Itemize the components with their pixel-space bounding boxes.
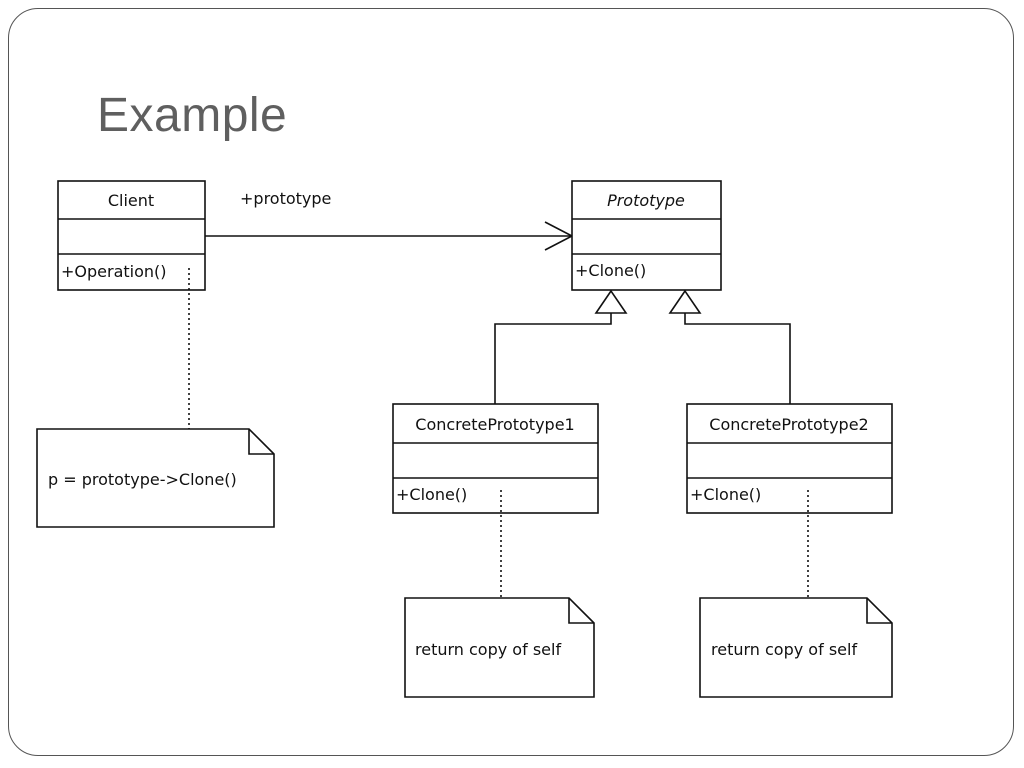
client-operation: +Operation() bbox=[61, 262, 167, 281]
prototype-class-name: Prototype bbox=[607, 191, 685, 210]
association-arrow: +prototype bbox=[205, 189, 574, 251]
concrete1-note: return copy of self bbox=[404, 597, 595, 698]
client-note-fold bbox=[248, 429, 274, 455]
generalization-triangle-1 bbox=[594, 289, 628, 314]
concrete1-note-text: return copy of self bbox=[415, 640, 561, 659]
association-role-label: +prototype bbox=[240, 189, 331, 208]
slide-title: Example bbox=[97, 89, 288, 142]
concrete-prototype2-box bbox=[686, 403, 893, 514]
client-class-name: Client bbox=[108, 191, 154, 210]
concrete-prototype2-name: ConcretePrototype2 bbox=[709, 415, 868, 434]
prototype-class-box bbox=[571, 180, 722, 291]
concrete-prototype1-name: ConcretePrototype1 bbox=[415, 415, 574, 434]
inheritance-line-1 bbox=[494, 313, 612, 404]
concrete-prototype1-operation: +Clone() bbox=[396, 485, 467, 504]
generalization-triangle-2 bbox=[668, 289, 702, 314]
concrete2-note-body bbox=[699, 597, 893, 698]
concrete-prototype1-box bbox=[392, 403, 599, 514]
concrete2-note-fold bbox=[866, 598, 892, 624]
concrete1-note-body bbox=[404, 597, 595, 698]
client-note: p = prototype->Clone() bbox=[36, 428, 275, 528]
prototype-operation: +Clone() bbox=[575, 261, 646, 280]
concrete-prototype2-operation: +Clone() bbox=[690, 485, 761, 504]
client-class-box bbox=[57, 180, 206, 291]
prototype-class: Prototype +Clone() bbox=[571, 180, 722, 291]
inheritance-line-2 bbox=[684, 313, 791, 404]
concrete-prototype2-class: ConcretePrototype2 +Clone() bbox=[686, 403, 893, 514]
client-class: Client +Operation() bbox=[57, 180, 206, 291]
concrete1-note-fold bbox=[568, 598, 594, 624]
client-note-body bbox=[36, 428, 275, 528]
concrete2-note-text: return copy of self bbox=[711, 640, 857, 659]
concrete-prototype1-class: ConcretePrototype1 +Clone() bbox=[392, 403, 599, 514]
concrete2-note: return copy of self bbox=[699, 597, 893, 698]
client-note-text: p = prototype->Clone() bbox=[48, 470, 237, 489]
